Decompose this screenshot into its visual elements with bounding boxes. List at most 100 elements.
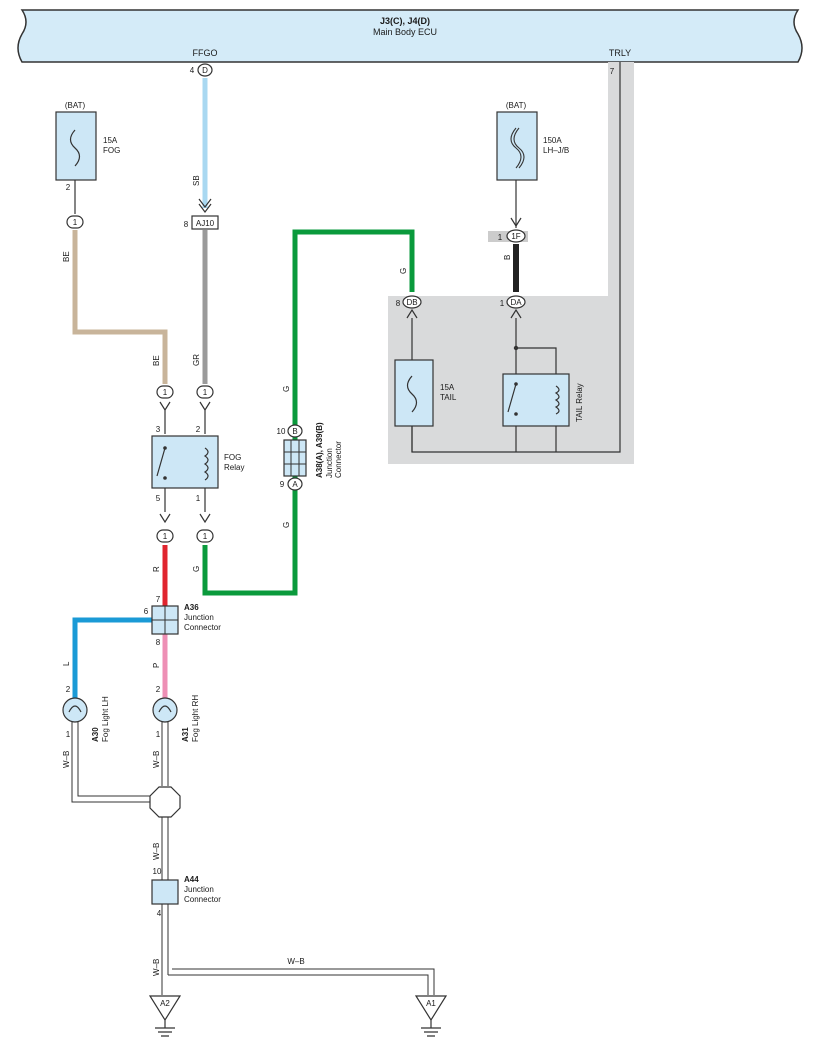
wire-label-p: P — [152, 663, 161, 668]
ground-icon — [421, 1020, 441, 1037]
junction-a36: 7 6 8 A36 Junction Connector — [144, 595, 221, 647]
fuse-lhjb-name: LH–J/B — [543, 146, 569, 155]
fuse-fog-conn: 1 — [73, 218, 78, 227]
splice-point — [149, 786, 181, 818]
tail-relay-name: TAIL Relay — [575, 383, 584, 422]
relay-block-bg — [388, 62, 634, 464]
a31-name: A31 — [181, 727, 190, 742]
fog-light-rh: 2 1 A31 Fog Light RH — [152, 685, 200, 742]
relay-switch-icon — [507, 383, 517, 413]
a44-pin4: 4 — [157, 909, 162, 918]
wire-label-g: G — [282, 522, 291, 528]
a38-desc2: Connector — [334, 441, 343, 478]
fog-relay-pin3: 3 — [156, 425, 161, 434]
relay-block-pin8: 8 — [396, 299, 401, 308]
wire-label-b: B — [503, 255, 512, 260]
a36-pin8: 8 — [156, 638, 161, 647]
a38-pin10: 10 — [277, 427, 286, 436]
wire-label-gr: GR — [192, 354, 201, 366]
a44-desc1: Junction — [184, 885, 214, 894]
wire-label-wb: W–B — [152, 843, 161, 860]
relay-switch-icon — [156, 447, 166, 477]
ground-a1: A1 — [414, 995, 448, 1037]
a38-conn-b: B — [292, 427, 297, 436]
a36-desc2: Connector — [184, 623, 221, 632]
tail-fuse-name: TAIL — [440, 393, 457, 402]
ecu-pin-ffgo: 4 D — [190, 63, 213, 77]
fog-relay-conn-bot-r: 1 — [203, 532, 208, 541]
relay-block-conn-da: DA — [510, 298, 522, 307]
a30-name: A30 — [91, 727, 100, 742]
junction-a44: 10 4 A44 Junction Connector — [151, 867, 221, 918]
wire-label-g: G — [282, 386, 291, 392]
relay-block-conn-db: DB — [406, 298, 417, 307]
fuse-fog-name: FOG — [103, 146, 120, 155]
ecu-pin4-number: 4 — [190, 66, 195, 75]
a36-pin6: 6 — [144, 607, 149, 616]
wire-labels: SB BE BE GR G G G G B R L P W–B W–B W–B … — [62, 175, 512, 976]
fuse-lhjb-rating: 150A — [543, 136, 562, 145]
ecu-box — [17, 9, 803, 63]
wire-wb — [71, 722, 435, 995]
wire-label-wb: W–B — [287, 957, 304, 966]
ground-icon — [155, 1020, 175, 1037]
fog-relay: 1 1 3 2 FOG Relay 5 1 1 1 — [151, 385, 244, 543]
fog-relay-pin5: 5 — [156, 494, 161, 503]
ecu-pin-trly-label: TRLY — [609, 48, 631, 58]
relay-block-pin1: 1 — [500, 299, 505, 308]
wire-da-coil — [516, 347, 557, 374]
fog-light-lh: 2 1 A30 Fog Light LH — [62, 685, 110, 742]
fog-relay-pin2: 2 — [196, 425, 201, 434]
relay-coil-icon — [203, 447, 209, 481]
aj10-pin: 8 — [184, 220, 189, 229]
relay-coil-icon — [554, 385, 560, 415]
fog-relay-pin1: 1 — [196, 494, 201, 503]
ecu-pin7-number: 7 — [610, 67, 615, 76]
wire-label-g: G — [399, 268, 408, 274]
ground-a2: A2 — [148, 995, 182, 1037]
wire-label-r: R — [152, 566, 161, 572]
a44-pin10: 10 — [153, 867, 162, 876]
a31-pin2: 2 — [156, 685, 161, 694]
bulb-icon — [68, 705, 82, 713]
wires — [71, 62, 621, 995]
ecu-title: J3(C), J4(D) — [380, 16, 430, 26]
a38-name: A38(A), A39(B) — [315, 422, 324, 478]
a36-pin7: 7 — [156, 595, 161, 604]
fuse-lhjb: (BAT) 150A LH–J/B 1 1F — [488, 101, 569, 243]
wire-label-l: L — [62, 661, 71, 666]
a44-desc2: Connector — [184, 895, 221, 904]
ecu-pin4-conn: D — [202, 66, 208, 75]
wire-label-be: BE — [152, 355, 161, 366]
wire-label-wb: W–B — [152, 959, 161, 976]
a38-desc1: Junction — [325, 448, 334, 478]
wire-label-g: G — [192, 566, 201, 572]
fuse-icon — [510, 127, 525, 169]
wire-label-wb: W–B — [62, 751, 71, 768]
fuse-lhjb-bat: (BAT) — [506, 101, 527, 110]
wire-label-be: BE — [62, 251, 71, 262]
ground-a1-label: A1 — [426, 999, 436, 1008]
a30-pin2: 2 — [66, 685, 71, 694]
wire-l — [72, 617, 152, 698]
ecu-subtitle: Main Body ECU — [373, 27, 437, 37]
a31-desc: Fog Light RH — [191, 695, 200, 742]
fuse-fog-pin: 2 — [66, 183, 71, 192]
junction-a38-a39: 10 B 9 A A38(A), A39(B) Junction Connect… — [277, 422, 343, 491]
a44-name: A44 — [184, 875, 199, 884]
ecu-pin-ffgo-label: FFGO — [193, 48, 218, 58]
fuse-fog-bat: (BAT) — [65, 101, 86, 110]
a38-conn-a: A — [292, 480, 298, 489]
fuse-lhjb-conn: 1F — [511, 232, 520, 241]
fuse-lhjb-conn-pin: 1 — [498, 233, 503, 242]
main-body-ecu: J3(C), J4(D) Main Body ECU FFGO TRLY — [17, 9, 803, 63]
fuse-fog: (BAT) 15A FOG 2 1 — [55, 101, 120, 229]
fuse-fog-rating: 15A — [103, 136, 118, 145]
wire-be — [72, 230, 168, 384]
fuse-icon — [406, 375, 418, 413]
a31-pin1: 1 — [156, 730, 161, 739]
a36-name: A36 — [184, 603, 199, 612]
fog-relay-name2: Relay — [224, 463, 244, 472]
fog-relay-conn-top-l: 1 — [163, 388, 168, 397]
